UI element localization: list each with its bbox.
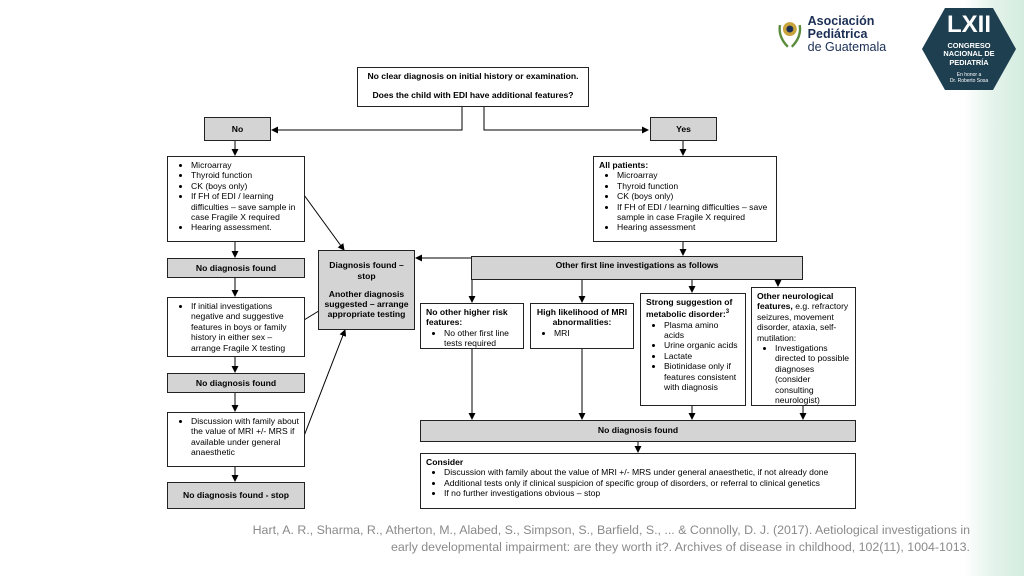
left-initial-tests-list: Microarray Thyroid function CK (boys onl…: [173, 160, 299, 233]
arrow-top-to-yes: [483, 106, 649, 134]
list-item: Hearing assessment: [617, 222, 771, 232]
list-item: No other first line tests required: [444, 328, 518, 349]
list-item: Hearing assessment.: [191, 222, 299, 232]
no-higher-risk-header: No other higher risk features:: [426, 307, 508, 328]
yes-box: Yes: [650, 117, 717, 141]
metabolic-header: Strong suggestion of metabolic disorder:…: [646, 297, 740, 320]
list-item: If FH of EDI / learning difficulties – s…: [617, 202, 771, 223]
diagnosis-found-line1: Diagnosis found – stop: [329, 260, 404, 281]
list-item: Discussion with family about the value o…: [191, 416, 299, 458]
right-no-diagnosis-box: No diagnosis found: [420, 420, 856, 442]
left-fragile-x-box: If initial investigations negative and s…: [167, 297, 305, 357]
no-box: No: [204, 117, 271, 141]
no-higher-risk-box: No other higher risk features: No other …: [420, 303, 524, 349]
apg-logo-line2: de Guatemala: [807, 39, 887, 54]
list-item: CK (boys only): [617, 191, 771, 201]
left-no-diagnosis-2: No diagnosis found: [167, 373, 305, 393]
consider-header: Consider: [426, 457, 464, 467]
neuro-description-text: e.g. refractory seizures, movement disor…: [757, 301, 849, 343]
list-item: CK (boys only): [191, 181, 299, 191]
arrow-list3-to-middle: [303, 329, 347, 437]
no-label: No: [231, 123, 244, 134]
citation-line1: Hart, A. R., Sharma, R., Atherton, M., A…: [252, 523, 970, 537]
apg-logo: Asociación Pediátrica de Guatemala: [776, 14, 936, 54]
neurological-features-box: Other neurological features, e.g. refrac…: [751, 287, 856, 406]
decorative-side-gradient: [964, 0, 1024, 576]
metabolic-disorder-box: Strong suggestion of metabolic disorder:…: [640, 293, 746, 406]
apg-logo-line1: Asociación Pediátrica: [807, 13, 875, 41]
mri-likelihood-header: High likelihood of MRI abnormalities:: [536, 307, 628, 328]
left-no-diagnosis-stop-label: No diagnosis found - stop: [183, 490, 289, 501]
congress-badge-hexagon: [922, 8, 1016, 90]
citation: Hart, A. R., Sharma, R., Atherton, M., A…: [190, 522, 970, 556]
left-initial-tests-box: Microarray Thyroid function CK (boys onl…: [167, 156, 305, 242]
list-item: Additional tests only if clinical suspic…: [444, 478, 850, 488]
congress-honor1: En honor a: [956, 72, 982, 78]
congress-honor2: Dr. Roberto Sosa: [949, 78, 989, 84]
right-no-diagnosis-label: No diagnosis found: [597, 425, 679, 436]
yes-label: Yes: [676, 123, 691, 134]
all-patients-box: All patients: Microarray Thyroid functio…: [593, 156, 777, 242]
left-mri-discussion-box: Discussion with family about the value o…: [167, 412, 305, 467]
top-question-line2: Does the child with EDI have additional …: [372, 90, 574, 100]
diagnosis-found-line2: Another diagnosis suggested – arrange ap…: [324, 288, 409, 320]
neuro-description: Other neurological features, e.g. refrac…: [757, 291, 850, 343]
list-item: If FH of EDI / learning difficulties – s…: [191, 191, 299, 222]
list-item: Lactate: [664, 351, 740, 361]
top-question-box: No clear diagnosis on initial history or…: [357, 67, 589, 107]
list-item: If no further investigations obvious – s…: [444, 488, 850, 498]
arrow-top-to-no: [271, 106, 463, 134]
left-no-diagnosis-1-label: No diagnosis found: [195, 262, 277, 273]
list-item: Microarray: [617, 170, 771, 180]
list-item: Investigations directed to possible diag…: [775, 343, 850, 405]
citation-line2: early developmental impairment: are they…: [390, 540, 970, 554]
congress-line3: PEDIATRÍA: [949, 57, 989, 67]
list-item: Plasma amino acids: [664, 320, 740, 341]
metabolic-header-text: Strong suggestion of metabolic disorder:: [646, 297, 733, 320]
list-item: MRI: [554, 328, 628, 338]
neuro-header: Other neurological features,: [757, 291, 834, 312]
other-first-line-label: Other first line investigations as follo…: [555, 260, 719, 270]
diagnosis-found-box: Diagnosis found – stop Another diagnosis…: [318, 250, 415, 330]
list-item: Biotinidase only if features consistent …: [664, 361, 740, 392]
list-item: Thyroid function: [191, 170, 299, 180]
list-item: Urine organic acids: [664, 340, 740, 350]
mri-likelihood-box: High likelihood of MRI abnormalities: MR…: [530, 303, 634, 349]
top-question-line1: No clear diagnosis on initial history or…: [367, 71, 579, 81]
consider-box: Consider Discussion with family about th…: [420, 453, 856, 509]
laurel-emblem-icon: [778, 22, 802, 48]
congress-line1: CONGRESO: [947, 41, 991, 50]
left-no-diagnosis-2-label: No diagnosis found: [195, 377, 277, 388]
arrow-list1-to-middle: [303, 194, 345, 251]
list-item: Microarray: [191, 160, 299, 170]
other-first-line-box: Other first line investigations as follo…: [471, 256, 803, 280]
list-item: Discussion with family about the value o…: [444, 467, 850, 477]
congress-line2: NACIONAL DE: [943, 49, 995, 59]
congress-badge: LXII CONGRESO NACIONAL DE PEDIATRÍA En h…: [922, 8, 1016, 90]
list-item: If initial investigations negative and s…: [191, 301, 299, 353]
all-patients-header: All patients:: [599, 160, 649, 170]
metabolic-superscript: 3: [725, 309, 730, 316]
congress-numeral: LXII: [946, 11, 991, 38]
left-no-diagnosis-1: No diagnosis found: [167, 258, 305, 278]
left-no-diagnosis-stop: No diagnosis found - stop: [167, 482, 305, 509]
list-item: Thyroid function: [617, 181, 771, 191]
